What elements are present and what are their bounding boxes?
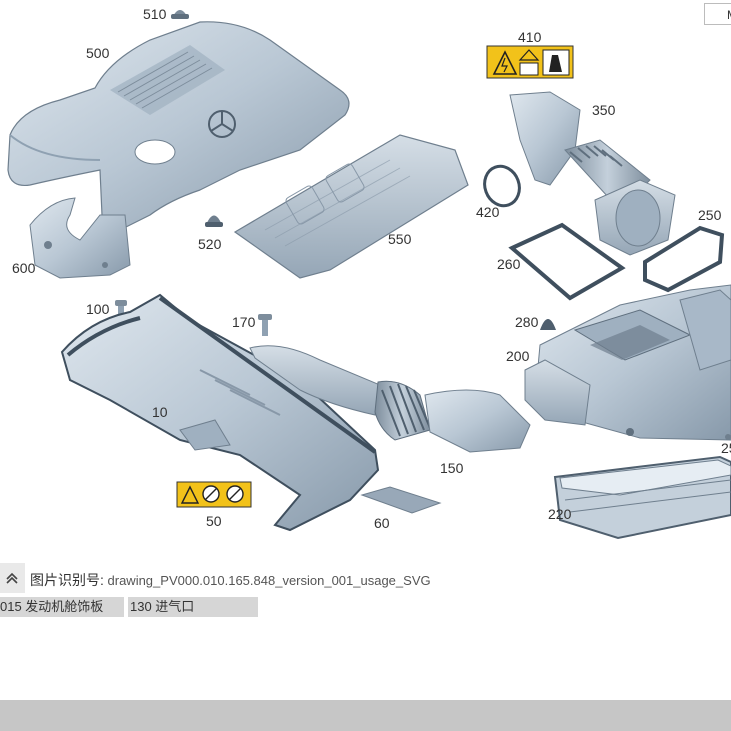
callout-520[interactable]: 520 <box>198 236 222 252</box>
part-410-warning-label[interactable] <box>486 45 574 79</box>
part-170-screw[interactable] <box>258 314 272 336</box>
part-510-grommet[interactable] <box>171 10 189 19</box>
tab-015[interactable]: 015 发动机舱饰板 <box>0 597 124 617</box>
part-200-air-filter-housing[interactable] <box>524 284 731 441</box>
callout-25[interactable]: 25 <box>721 440 731 456</box>
part-550-cover-plate[interactable] <box>233 134 469 279</box>
callout-10[interactable]: 10 <box>152 404 168 420</box>
exploded-parts-drawing <box>7 10 731 540</box>
part-10-cowl-panel[interactable] <box>60 293 380 532</box>
chevron-up-double-icon <box>6 572 18 584</box>
callout-60[interactable]: 60 <box>374 515 390 531</box>
callout-150[interactable]: 150 <box>440 460 464 476</box>
callout-420[interactable]: 420 <box>476 204 500 220</box>
callout-50[interactable]: 50 <box>206 513 222 529</box>
part-150-intake-hose[interactable] <box>249 345 531 453</box>
callout-280[interactable]: 280 <box>515 314 539 330</box>
image-id-value: drawing_PV000.010.165.848_version_001_us… <box>107 573 431 588</box>
callout-100[interactable]: 100 <box>86 301 110 317</box>
callout-500[interactable]: 500 <box>86 45 110 61</box>
callout-170[interactable]: 170 <box>232 314 256 330</box>
part-25-marker <box>725 434 731 440</box>
part-100-clip[interactable] <box>115 300 127 314</box>
part-60-pad[interactable] <box>360 486 442 514</box>
part-50-warning-label[interactable] <box>176 481 252 508</box>
callout-600[interactable]: 600 <box>12 260 36 276</box>
part-250-gasket[interactable] <box>643 225 725 293</box>
callout-220[interactable]: 220 <box>548 506 572 522</box>
part-420-o-ring[interactable] <box>479 161 525 210</box>
image-id-label: 图片识别号: <box>30 572 104 588</box>
part-220-filter-element[interactable] <box>553 455 731 540</box>
image-id-text: 图片识别号: drawing_PV000.010.165.848_version… <box>30 570 431 590</box>
callout-550[interactable]: 550 <box>388 231 412 247</box>
callout-250[interactable]: 250 <box>698 207 722 223</box>
callout-410[interactable]: 410 <box>518 29 542 45</box>
callout-260[interactable]: 260 <box>497 256 521 272</box>
bottom-bar <box>0 700 731 731</box>
part-520-grommet[interactable] <box>205 215 223 228</box>
part-260-gasket[interactable] <box>508 222 626 301</box>
part-600-bracket[interactable] <box>29 197 131 279</box>
tab-130[interactable]: 130 进气口 <box>128 597 258 617</box>
callout-200[interactable]: 200 <box>506 348 530 364</box>
image-id-row: 图片识别号: drawing_PV000.010.165.848_version… <box>0 563 731 593</box>
corner-menu-button[interactable]: M <box>704 3 731 25</box>
callout-510[interactable]: 510 <box>143 6 167 22</box>
part-280-grommet[interactable] <box>540 319 556 330</box>
part-500-engine-cover[interactable] <box>7 21 350 231</box>
callout-350[interactable]: 350 <box>592 102 616 118</box>
part-350-air-duct[interactable] <box>509 91 676 256</box>
collapse-button[interactable] <box>0 563 25 593</box>
